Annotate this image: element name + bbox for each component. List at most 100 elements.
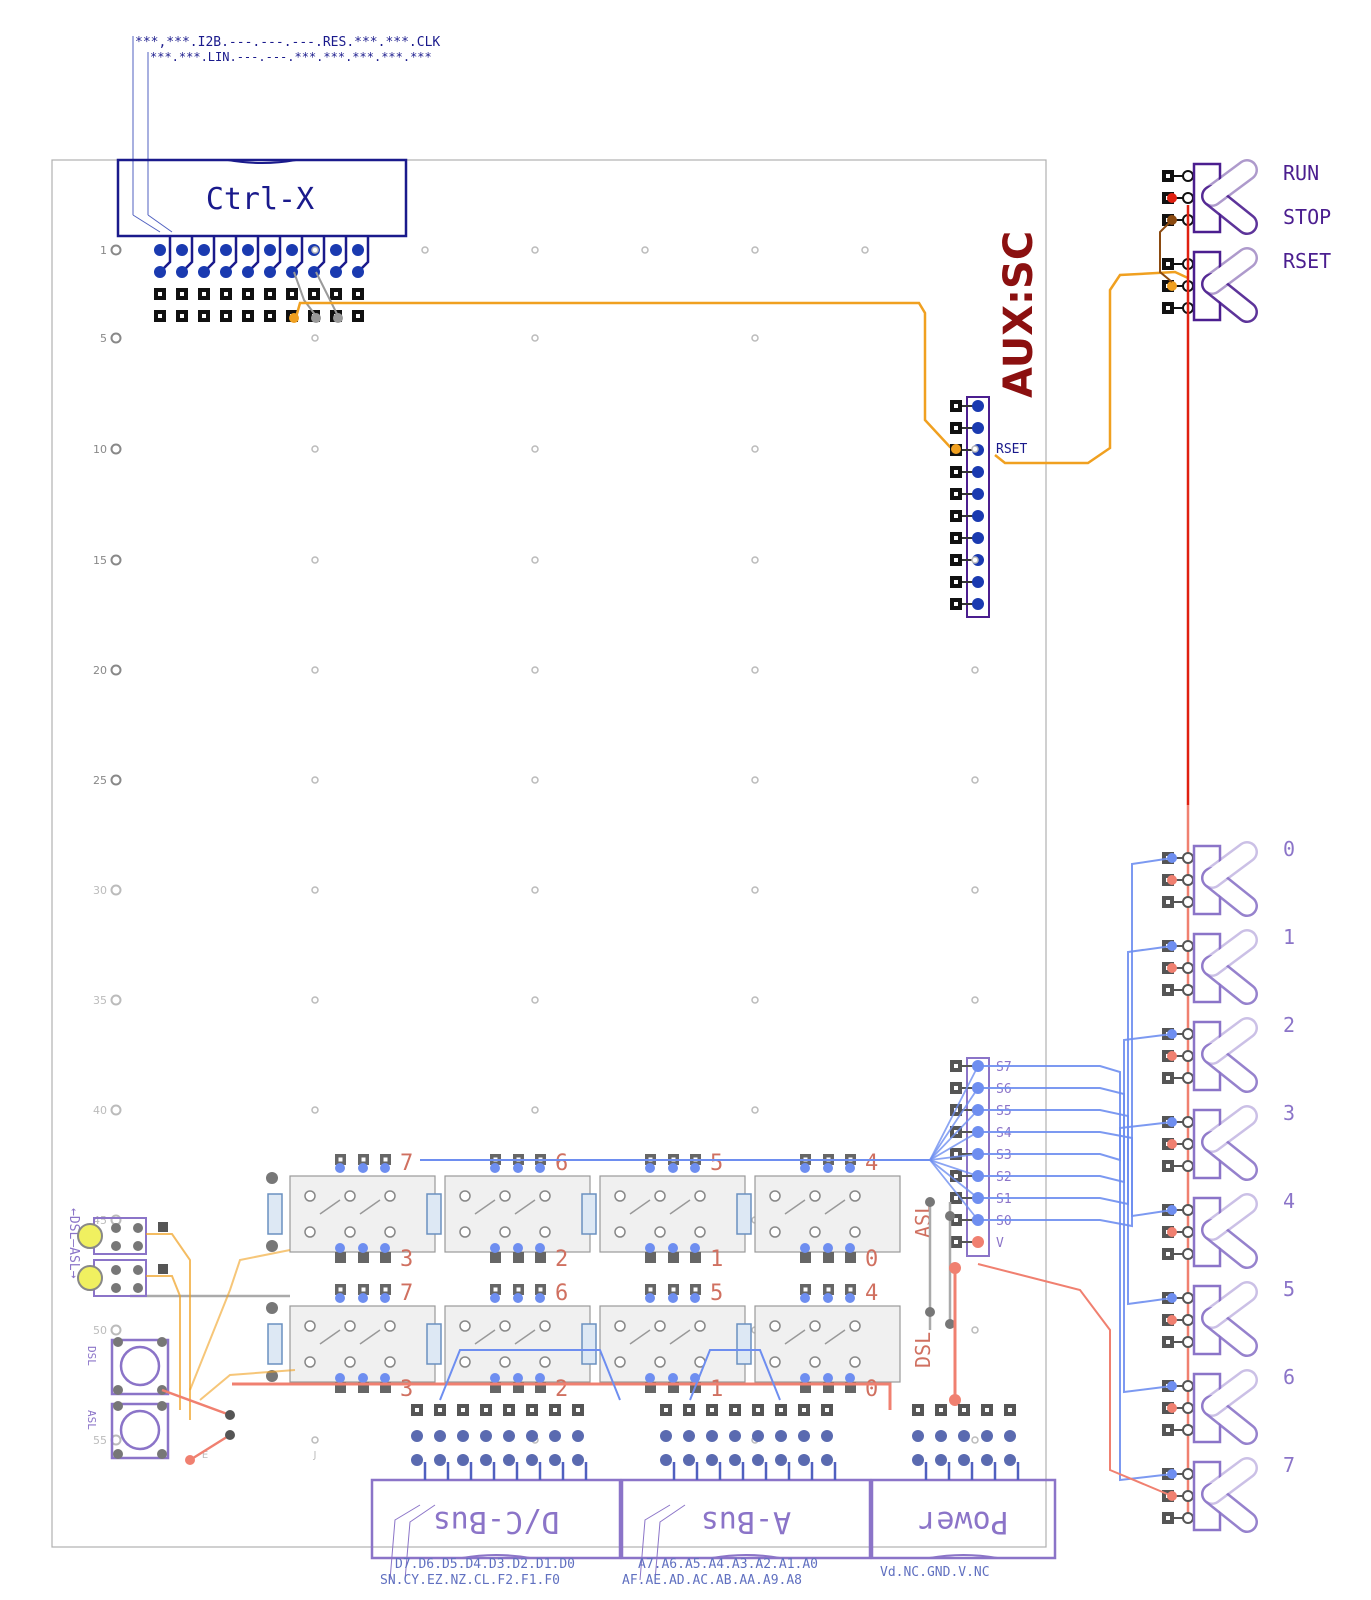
dc-bus-pin bbox=[526, 1430, 538, 1442]
grid-dot bbox=[531, 776, 539, 784]
dc-bus-pin bbox=[411, 1430, 423, 1442]
a-bus-label-1: A7.A6.A5.A4.A3.A2.A1.A0 bbox=[638, 1557, 818, 1572]
bus-wire bbox=[978, 857, 1173, 1228]
dc-bus-header-pin-hole bbox=[415, 1408, 419, 1412]
a-bus-pin bbox=[752, 1430, 764, 1442]
relay-internal-contact bbox=[344, 1320, 356, 1332]
ctrl-pin bbox=[176, 244, 188, 256]
switch-pin-hole bbox=[1166, 1516, 1170, 1520]
relay-pin bbox=[380, 1382, 391, 1393]
relay-internal-contact bbox=[769, 1320, 781, 1332]
orange-joint bbox=[1167, 281, 1177, 291]
header-pin-hole bbox=[356, 314, 360, 318]
grid-dot bbox=[110, 443, 122, 455]
relay-contact bbox=[358, 1243, 368, 1253]
switch-contact bbox=[1182, 1380, 1194, 1392]
grey-joint bbox=[945, 1211, 955, 1221]
grid-dot bbox=[110, 994, 122, 1006]
joint bbox=[185, 1455, 195, 1465]
relay-internal-contact bbox=[614, 1356, 626, 1368]
salmon-joint bbox=[1167, 1403, 1177, 1413]
relay-pin-hole bbox=[693, 1287, 698, 1292]
led-pin bbox=[158, 1222, 168, 1232]
row-number: 5 bbox=[100, 332, 107, 345]
relay-body bbox=[754, 1305, 901, 1383]
relay-digit-bottom: 1 bbox=[710, 1377, 723, 1402]
header-pin-hole bbox=[224, 292, 228, 296]
relay-pin-hole bbox=[338, 1157, 343, 1162]
relay-internal-contact bbox=[849, 1320, 861, 1332]
bus-wires bbox=[420, 857, 1173, 1497]
a-bus-pin bbox=[660, 1430, 672, 1442]
switch-contact bbox=[1182, 1204, 1194, 1216]
bus-wire bbox=[978, 1033, 1173, 1184]
relay-switch-arm bbox=[474, 1329, 536, 1345]
switch-contact bbox=[1182, 1160, 1194, 1172]
dc-bus-notch bbox=[461, 1554, 531, 1559]
relay-internal-contact bbox=[694, 1226, 706, 1238]
relay-pin bbox=[690, 1252, 701, 1263]
switch-contact bbox=[1182, 984, 1194, 996]
switch-contact bbox=[1182, 896, 1194, 908]
relay-internal-contact bbox=[769, 1190, 781, 1202]
a-bus-pin bbox=[752, 1454, 764, 1466]
bus-pin-hole bbox=[954, 1086, 958, 1090]
relay-internal-contact bbox=[459, 1320, 471, 1332]
top-signal-label-2: ***.***.LIN.---.---.***.***.***.***.*** bbox=[150, 50, 432, 64]
power-pin bbox=[912, 1454, 924, 1466]
wire-brown bbox=[1159, 219, 1173, 283]
ctrl-pin bbox=[352, 266, 364, 278]
relay-internal-contact bbox=[384, 1226, 396, 1238]
relay-internal-contact bbox=[539, 1356, 551, 1368]
grid-dot bbox=[531, 445, 539, 453]
relay-body bbox=[289, 1175, 436, 1253]
push-button-pin bbox=[113, 1337, 123, 1347]
a-bus-header-pin-hole bbox=[825, 1408, 829, 1412]
grid-dot bbox=[861, 246, 869, 254]
grid-dot bbox=[531, 556, 539, 564]
relay-diode bbox=[426, 1193, 442, 1235]
aux-pin-contact bbox=[972, 510, 984, 522]
aux-pin-hole bbox=[954, 580, 958, 584]
column-letter: J bbox=[313, 1450, 317, 1461]
salmon-joint bbox=[949, 1262, 961, 1274]
grid-dot bbox=[110, 1324, 122, 1336]
grid-dot bbox=[751, 1106, 759, 1114]
aux-pin-hole bbox=[954, 558, 958, 562]
relay-contact bbox=[380, 1293, 390, 1303]
relay-contact bbox=[800, 1373, 810, 1383]
a-bus-header-pin-hole bbox=[710, 1408, 714, 1412]
power-header-pin-hole bbox=[1008, 1408, 1012, 1412]
switch-digit-label: 7 bbox=[1283, 1453, 1295, 1477]
relay-digit-bottom: 3 bbox=[400, 1247, 413, 1272]
dc-bus-pin bbox=[480, 1430, 492, 1442]
aux-pin-contact bbox=[972, 576, 984, 588]
relay-internal-contact bbox=[459, 1356, 471, 1368]
relay-internal-contact bbox=[344, 1190, 356, 1202]
relay-diode bbox=[426, 1323, 442, 1365]
switch-contact bbox=[1182, 1314, 1194, 1326]
header-pin-hole bbox=[312, 292, 316, 296]
bus-wire bbox=[978, 945, 1173, 1206]
relay-internal-contact bbox=[849, 1190, 861, 1202]
relay-digit-bottom: 2 bbox=[555, 1377, 568, 1402]
relay-digit-top: 4 bbox=[865, 1151, 878, 1176]
relay-contact bbox=[535, 1163, 545, 1173]
relay-coil-pin bbox=[266, 1302, 278, 1314]
a-bus-label-2: AF.AE.AD.AC.AB.AA.A9.A8 bbox=[622, 1573, 802, 1588]
power-pin bbox=[935, 1430, 947, 1442]
ctrl-pin bbox=[264, 266, 276, 278]
grid-dot bbox=[971, 886, 979, 894]
relay-diode bbox=[736, 1193, 752, 1235]
push-button-label: ASL bbox=[85, 1410, 98, 1430]
relay-pin-hole bbox=[338, 1287, 343, 1292]
relay-diode bbox=[581, 1193, 597, 1235]
grid-dot bbox=[311, 445, 319, 453]
power-pin bbox=[1004, 1430, 1016, 1442]
grid-dot bbox=[311, 1106, 319, 1114]
led-pin bbox=[111, 1283, 121, 1293]
dc-bus-pin bbox=[457, 1430, 469, 1442]
switch-pin-hole bbox=[1166, 1252, 1170, 1256]
grid-dot bbox=[751, 445, 759, 453]
relay-pin-hole bbox=[516, 1287, 521, 1292]
